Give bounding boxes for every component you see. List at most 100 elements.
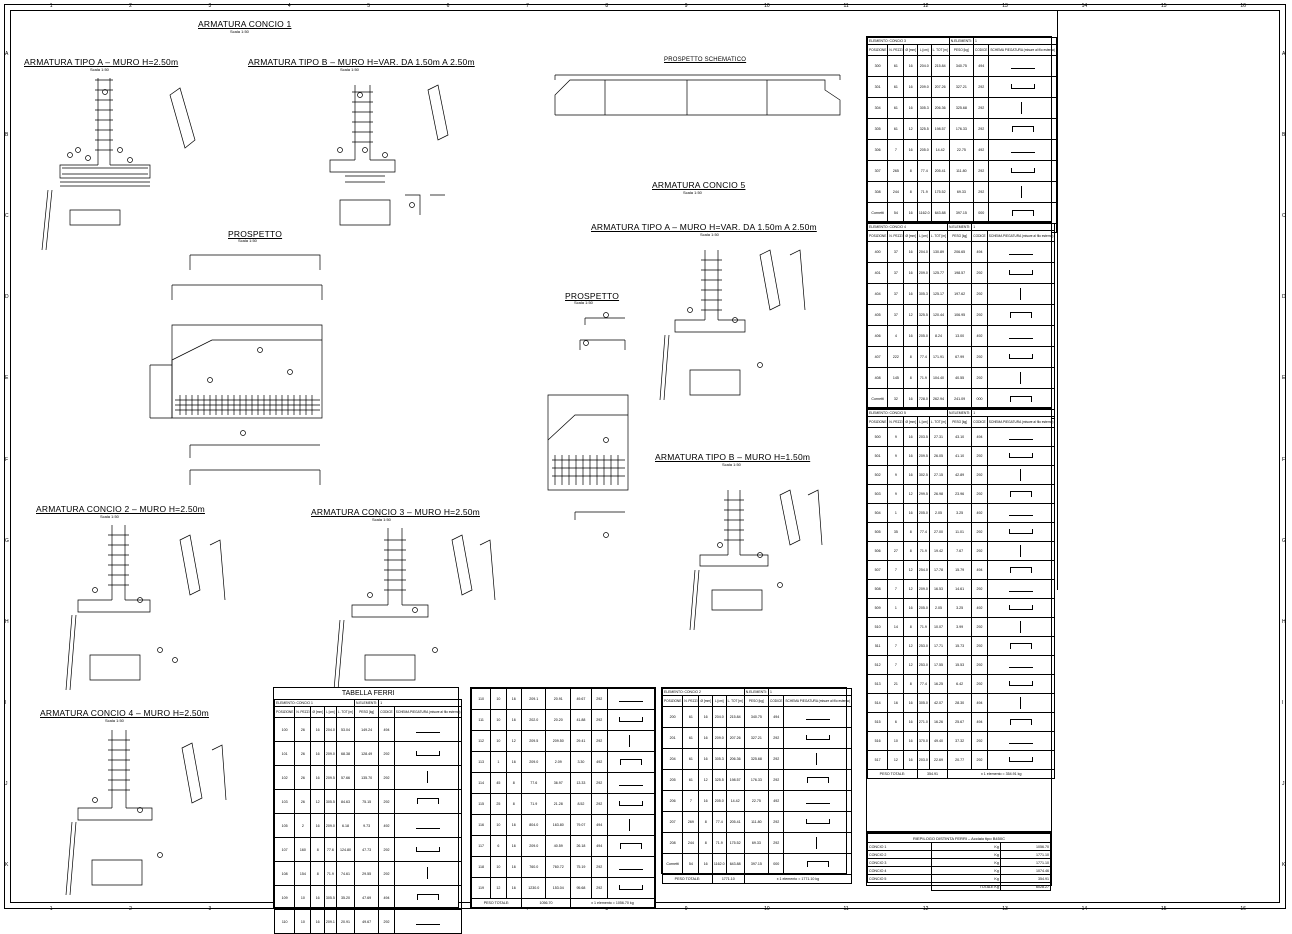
table-cell: 209.0 (916, 579, 930, 599)
table-cell: 517 (866, 750, 889, 770)
table-cell: 42.89 (946, 465, 973, 485)
table-cell: 37.32 (946, 731, 973, 751)
table-cell: 54 (887, 202, 905, 224)
scale-label: Scala 1:50 (90, 67, 109, 72)
table-cell: 204 (661, 748, 684, 770)
table-cell: 16 (310, 741, 325, 766)
table-cell: 304 (866, 97, 889, 119)
table-cell: 109 (273, 885, 296, 910)
bending-shape-icon (618, 695, 643, 702)
table-cell: 305 (866, 118, 889, 140)
bending-shape-icon (417, 894, 440, 900)
table-cell: 253.0 (916, 636, 930, 656)
table-cell: 292 (973, 118, 990, 140)
table-cell: 7 (887, 139, 905, 161)
bending-schema-cell (986, 367, 1056, 389)
table-cell: 340.75 (743, 706, 770, 728)
table-cell: 209.1 (323, 909, 337, 934)
table-cell: 8 (903, 674, 918, 694)
table-cell: 42.07 (928, 693, 948, 713)
table-cell: 6 (490, 835, 507, 857)
bending-shape-icon (1011, 209, 1034, 216)
table-cell: 74.61 (335, 861, 355, 886)
bending-schema-cell (986, 655, 1056, 675)
table-cell: 153.04 (545, 877, 571, 899)
table-cell: 108 (273, 861, 296, 886)
grid-number: 4 (287, 3, 291, 9)
grid-number: 9 (684, 906, 688, 912)
table-cell: 61 (682, 769, 700, 791)
n-elementi-label: N.ELEMENTI: (946, 223, 973, 231)
bending-shape-icon (417, 798, 440, 804)
table-cell: 505 (866, 522, 889, 542)
grid-letter: I (1282, 700, 1284, 707)
table-cell: 37 (887, 241, 905, 263)
table-cell: 760.0 (520, 856, 547, 878)
table-cell: 10 (490, 688, 507, 710)
tabella-ferri-title: TABELLA FERRI (341, 690, 395, 697)
column-header: SCHEMA PIEGATURA (misure al filo esterno… (986, 416, 1056, 428)
table-cell: 200 (661, 706, 684, 728)
table-cell: 16 (505, 877, 522, 899)
bending-shape-icon (1009, 605, 1034, 610)
bending-schema-cell (988, 202, 1058, 224)
bending-schema-cell (988, 55, 1058, 77)
column-header: CODICE (768, 695, 785, 707)
bending-shape-icon (1021, 101, 1024, 114)
bending-schema-cell (783, 769, 853, 791)
table-cell: 254.0 (916, 560, 930, 580)
table-cell: 22.69 (928, 750, 948, 770)
table-cell: 400 (866, 241, 889, 263)
table-cell: 202.0 (520, 709, 547, 731)
table-cell: 510 (866, 617, 889, 637)
table-cell: 207 (661, 811, 684, 833)
table-cell: 37 (887, 283, 905, 305)
table-cell: 145 (887, 367, 905, 389)
table-cell: 61 (887, 97, 905, 119)
sheet-outer-border (4, 4, 1286, 909)
title-prospetto-1: PROSPETTO (228, 229, 283, 239)
table-cell: 175.52 (725, 832, 745, 854)
table-cell: 205.0 (916, 503, 930, 523)
table-cell: 205.0 (916, 139, 932, 161)
table-cell: 176.33 (948, 118, 975, 140)
table-cell: 16 (698, 790, 713, 812)
bending-schema-cell (986, 427, 1056, 447)
table-cell: 23.96 (946, 484, 973, 504)
riepilogo-total-label: TOTALE Kg (930, 882, 1001, 891)
table-cell: 68.38 (335, 741, 355, 766)
table-cell: 16 (903, 446, 918, 466)
bending-schema-cell (606, 814, 656, 836)
table-cell: 3.30 (569, 751, 592, 773)
table-cell: 8 (505, 772, 522, 794)
table-cell: 292 (973, 181, 990, 203)
table-cell: 804.0 (520, 814, 547, 836)
grid-number: 11 (843, 3, 849, 9)
title-tipo-b: ARMATURA TIPO B – MURO H=VAR. DA 1.50m A… (248, 57, 475, 67)
bending-schema-cell (986, 560, 1056, 580)
table-cell: 292 (971, 655, 988, 675)
table-cell: 000 (768, 853, 785, 875)
table-cell: 506 (866, 541, 889, 561)
bending-schema-cell (986, 693, 1056, 713)
table-cell: 209.5 (520, 730, 547, 752)
riepilogo-title: RIEPILOGO DISTINTA FERRI – Acciaio tipo … (867, 833, 1051, 843)
table-cell: 26.98 (928, 484, 948, 504)
table-cell: 14.42 (930, 139, 950, 161)
bending-schema-cell (988, 181, 1058, 203)
bending-schema-cell (393, 885, 463, 910)
table-cell: Cornetti (661, 853, 684, 875)
grid-number: 14 (1081, 906, 1088, 912)
table-cell: 2.05 (928, 598, 948, 618)
column-header: Ø [mm] (903, 230, 918, 242)
bending-shape-icon (416, 750, 441, 756)
table-cell: 20.91 (335, 909, 355, 934)
grid-letter: B (1282, 131, 1286, 138)
table-cell: 325.68 (743, 748, 770, 770)
column-header: L. TOT [m] (928, 230, 948, 242)
